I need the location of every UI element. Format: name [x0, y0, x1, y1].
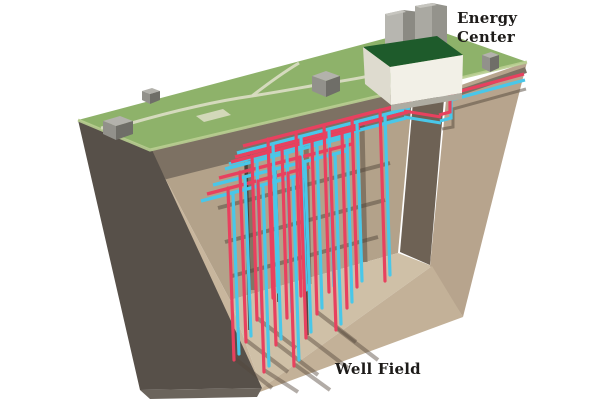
- wall-shadow-bar: [359, 123, 368, 263]
- utility-box-left: [142, 91, 150, 104]
- header-pipe-red: [242, 100, 413, 148]
- borehole-pipe-cyan: [303, 161, 313, 334]
- borehole-pipe-red: [256, 179, 266, 374]
- borehole-pipe-cyan: [345, 137, 354, 304]
- borehole-pipe-red: [238, 170, 248, 344]
- pillar-stub-pipe-red: [403, 109, 442, 119]
- trunk-pipe-shadow: [441, 87, 527, 131]
- borehole-pipe-red: [268, 163, 278, 347]
- utility-box-top: [482, 52, 499, 58]
- borehole-pipe-cyan: [231, 192, 241, 356]
- grass-path: [127, 82, 323, 126]
- borehole-pipe-red: [250, 154, 259, 322]
- utility-box-front: [490, 55, 499, 72]
- utility-box-front: [150, 91, 160, 104]
- borehole-pipe-cyan: [355, 122, 364, 283]
- borehole-pipe-cyan: [261, 185, 271, 368]
- floor-shadow: [244, 338, 290, 374]
- energy-center-label-line1: Energy: [457, 9, 518, 27]
- borehole-pipe-red: [294, 130, 303, 298]
- borehole-pipe-cyan: [315, 145, 324, 310]
- borehole-pipe-cyan: [291, 177, 301, 362]
- floor-shadow: [304, 334, 350, 370]
- borehole-pipe-cyan: [333, 153, 343, 326]
- utility-box-top: [142, 88, 160, 94]
- borehole-pipe-red: [310, 139, 319, 316]
- floor-shadow: [262, 368, 300, 394]
- pillar-stub-pipe-cyan: [403, 115, 442, 125]
- grass-pad: [196, 109, 231, 122]
- block-foot-face: [140, 388, 262, 399]
- slab-front-face: [257, 266, 463, 393]
- block-left-face: [78, 120, 262, 390]
- well-field-label: Well Field: [335, 360, 421, 378]
- header-pipe-cyan: [224, 133, 355, 171]
- borehole-pipe-red: [328, 147, 338, 332]
- borehole-pipe-red: [350, 116, 359, 289]
- grass-path: [251, 61, 300, 98]
- borehole-pipe-red: [378, 108, 387, 283]
- borehole-pipe-red: [286, 171, 296, 368]
- utility-box-front: [116, 121, 133, 140]
- utility-box-front: [326, 76, 340, 97]
- floor-shadow: [334, 326, 380, 362]
- pillar-shadow-face: [400, 90, 444, 265]
- utility-box-left: [482, 55, 490, 72]
- borehole-pipe-cyan: [243, 176, 253, 338]
- borehole-pipe-red: [226, 186, 236, 362]
- energy-center-roof: [363, 36, 463, 67]
- trunk-pipe-red: [438, 72, 525, 117]
- borehole-pipe-red: [340, 131, 349, 310]
- energy-center-base: [391, 93, 462, 111]
- borehole-pipe-red: [298, 155, 308, 340]
- energy-center-left-wall: [363, 47, 391, 105]
- borehole-pipe-red: [280, 147, 289, 320]
- energy-center-label: Energy Center: [457, 9, 517, 47]
- energy-center-front-wall: [390, 55, 463, 105]
- utility-box-left: [103, 121, 116, 140]
- floor-shadow: [274, 341, 320, 377]
- floor-shadow: [232, 356, 274, 390]
- borehole-pipe-cyan: [383, 114, 392, 277]
- tower2-top-face: [415, 3, 437, 8]
- borehole-pipe-cyan: [273, 169, 283, 341]
- energy-center-label-line2: Center: [457, 28, 515, 46]
- floor-shadow: [292, 362, 332, 392]
- utility-box-top: [103, 116, 133, 126]
- borehole-pipe-red: [322, 123, 331, 294]
- utility-box-left: [312, 76, 326, 97]
- tower-top-face: [385, 10, 406, 16]
